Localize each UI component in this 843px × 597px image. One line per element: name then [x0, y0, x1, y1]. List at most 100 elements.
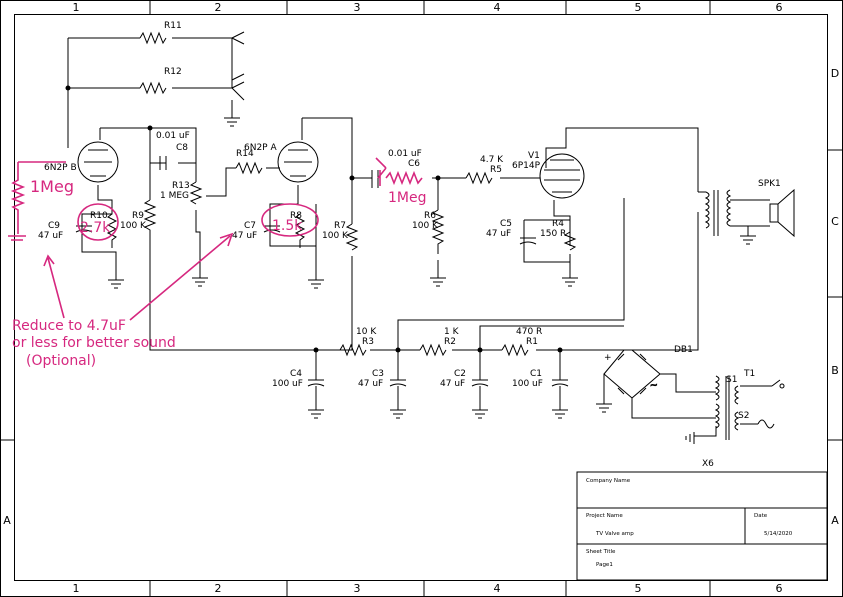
label-c9-value: 47 uF	[38, 231, 63, 241]
ground-symbols	[108, 117, 756, 444]
row-labels: D C B A A	[3, 67, 839, 527]
title-block	[576, 471, 828, 581]
label-c2: C2	[454, 369, 466, 379]
annotation-r10-value: 2.7k	[80, 220, 111, 236]
label-c8-value: 0.01 uF	[156, 131, 190, 141]
label-c4-value: 100 uF	[272, 379, 303, 389]
label-r5: R5	[490, 165, 502, 175]
col-label: 5	[635, 1, 642, 14]
label-r4-value: 150 R	[540, 229, 566, 239]
label-r7: R7	[334, 221, 346, 231]
wires	[67, 31, 772, 437]
title-project-value: TV Valve amp	[595, 531, 634, 537]
junctions	[65, 85, 563, 353]
row-label: D	[831, 67, 839, 80]
label-s2: S2	[738, 411, 749, 421]
label-c3: C3	[372, 369, 384, 379]
label-r6-value: 100 K	[412, 221, 439, 231]
label-c4: C4	[290, 369, 302, 379]
label-x6: X6	[702, 459, 714, 469]
power-transformer-t1	[714, 375, 785, 440]
label-r5-value: 4.7 K	[480, 155, 504, 165]
label-r13-value: 1 MEG	[160, 191, 189, 201]
label-plus: +	[604, 353, 612, 363]
label-c7-value: 47 uF	[232, 231, 257, 241]
row-label: B	[831, 364, 839, 377]
label-r2-value: 1 K	[444, 327, 460, 337]
label-r12: R12	[164, 67, 182, 77]
column-labels-top: 1 2 3 4 5 6	[73, 1, 783, 14]
label-c6-value: 0.01 uF	[388, 149, 422, 159]
tube-v2b	[77, 141, 119, 183]
label-r6: R6	[424, 211, 436, 221]
annotation-note-line2: or less for better sound	[12, 335, 176, 351]
label-r7-value: 100 K	[322, 231, 349, 241]
title-sheet-value: Page1	[596, 562, 613, 568]
title-date-value: 5/14/2020	[764, 531, 793, 537]
column-labels-bottom: 1 2 3 4 5 6	[73, 582, 783, 595]
label-r13: R13	[172, 181, 190, 191]
annotation-note-line3: (Optional)	[26, 353, 96, 369]
label-c5-value: 47 uF	[486, 229, 511, 239]
col-label: 6	[776, 582, 783, 595]
annotation-note-line1: Reduce to 4.7uF	[12, 318, 126, 334]
label-r1: R1	[526, 337, 538, 347]
annotation-1meg-c6: 1Meg	[388, 190, 427, 206]
label-r1-value: 470 R	[516, 327, 542, 337]
col-label: 3	[354, 582, 361, 595]
label-s1: S1	[726, 375, 737, 385]
label-v2b: 6N2P B	[44, 163, 77, 173]
output-transformer	[704, 189, 732, 236]
label-v2a: 6N2P A	[244, 143, 277, 153]
label-r3-value: 10 K	[356, 327, 377, 337]
tube-v2a	[277, 141, 319, 183]
title-company-label: Company Name	[586, 478, 631, 484]
label-c5: C5	[500, 219, 512, 229]
row-label: A	[831, 514, 839, 527]
ac-tilde: ~	[650, 381, 658, 391]
label-r10: R10	[90, 211, 108, 221]
label-c9: C9	[48, 221, 60, 231]
annotation-r8-value: 1.5k	[272, 218, 303, 234]
title-sheet-label: Sheet Title	[586, 549, 616, 555]
label-r3: R3	[362, 337, 374, 347]
label-t1: T1	[743, 369, 755, 379]
label-c2-value: 47 uF	[440, 379, 465, 389]
label-c1-value: 100 uF	[512, 379, 543, 389]
label-r11: R11	[164, 21, 182, 31]
label-c1: C1	[530, 369, 542, 379]
title-project-label: Project Name	[586, 513, 623, 519]
label-db1: DB1	[674, 345, 693, 355]
label-r9-value: 100 K	[120, 221, 147, 231]
label-r2: R2	[444, 337, 456, 347]
label-v1-value: 6P14P	[512, 161, 541, 171]
col-label: 3	[354, 1, 361, 14]
label-spk: SPK1	[758, 179, 781, 189]
col-label: 2	[215, 582, 222, 595]
annotation-markup	[8, 157, 423, 321]
col-label: 4	[494, 582, 501, 595]
row-label: C	[831, 215, 839, 228]
label-r4: R4	[552, 219, 564, 229]
component-labels: R11 R12 6N2P B 0.01 uF C8 R13 1 MEG R14 …	[38, 21, 781, 469]
col-label: 1	[73, 582, 80, 595]
coupling-cap-c6	[371, 170, 379, 188]
annotation-1meg-left: 1Meg	[30, 177, 74, 196]
col-label: 1	[73, 1, 80, 14]
col-label: 2	[215, 1, 222, 14]
row-label: A	[3, 514, 11, 527]
speaker-icon	[748, 188, 795, 238]
label-r8: R8	[290, 211, 302, 221]
label-r9: R9	[132, 211, 144, 221]
label-r14: R14	[236, 149, 254, 159]
tube-v1	[539, 153, 585, 199]
label-v1: V1	[528, 151, 540, 161]
label-c8: C8	[176, 143, 188, 153]
col-label: 5	[635, 582, 642, 595]
col-label: 4	[494, 1, 501, 14]
label-c7: C7	[244, 221, 256, 231]
label-c6: C6	[408, 159, 420, 169]
col-label: 6	[776, 1, 783, 14]
